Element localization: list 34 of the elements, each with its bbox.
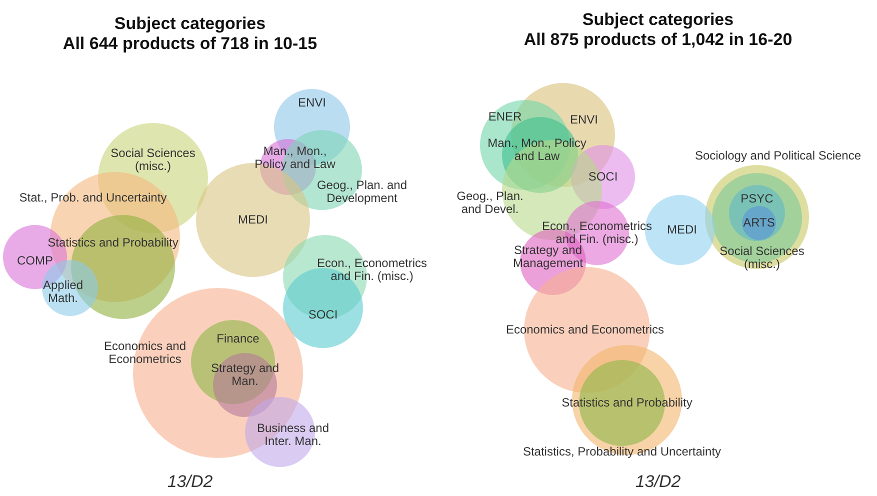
- category-label: Strategy and Management: [512, 244, 584, 270]
- category-label: Man., Mon., Policy and Law: [254, 145, 336, 171]
- panel-subtitle: All 875 products of 1,042 in 16-20: [524, 30, 792, 50]
- category-label: SOCI: [587, 170, 619, 184]
- category-label: ENVI: [296, 96, 327, 110]
- category-label: MEDI: [666, 224, 698, 236]
- category-label: MEDI: [237, 214, 269, 226]
- panel-subtitle: All 644 products of 718 in 10-15: [62, 34, 318, 54]
- category-label: Sociology and Political Science: [694, 150, 862, 162]
- category-label: Strategy and Man.: [210, 362, 280, 388]
- category-label: Economics and Econometrics: [102, 340, 188, 366]
- category-label: Econ., Econometrics and Fin. (misc.): [542, 220, 654, 246]
- category-label: Statistics, Probability and Uncertainty: [522, 446, 722, 458]
- panel-title: Subject categories: [114, 14, 266, 34]
- panel-title: Subject categories: [582, 10, 734, 30]
- category-label: Applied Math.: [42, 279, 84, 305]
- category-label: Stat., Prob. and Uncertainty: [18, 192, 168, 204]
- category-label: Geog., Plan. and Development: [316, 179, 408, 205]
- panel-code: 13/D2: [635, 472, 681, 492]
- category-label: Business and Inter. Man.: [256, 422, 330, 448]
- panel-code: 13/D2: [167, 472, 213, 492]
- category-label: Economics and Econometrics: [504, 324, 666, 336]
- category-label: Man., Mon., Policy and Law: [487, 137, 587, 163]
- category-label: Statistics and Probability: [46, 236, 180, 250]
- category-label: PSYC: [740, 192, 774, 206]
- category-label: ENVI: [568, 114, 599, 126]
- category-label: Social Sciences (misc.): [110, 147, 196, 173]
- category-label: Finance: [216, 332, 260, 346]
- category-label: ARTS: [742, 216, 776, 230]
- category-label: ENER: [487, 110, 523, 124]
- category-label: Geog., Plan. and Devel.: [456, 190, 524, 216]
- category-label: SOCI: [307, 308, 339, 322]
- category-label: Econ., Econometrics and Fin. (misc.): [316, 257, 428, 283]
- category-label: COMP: [16, 254, 54, 268]
